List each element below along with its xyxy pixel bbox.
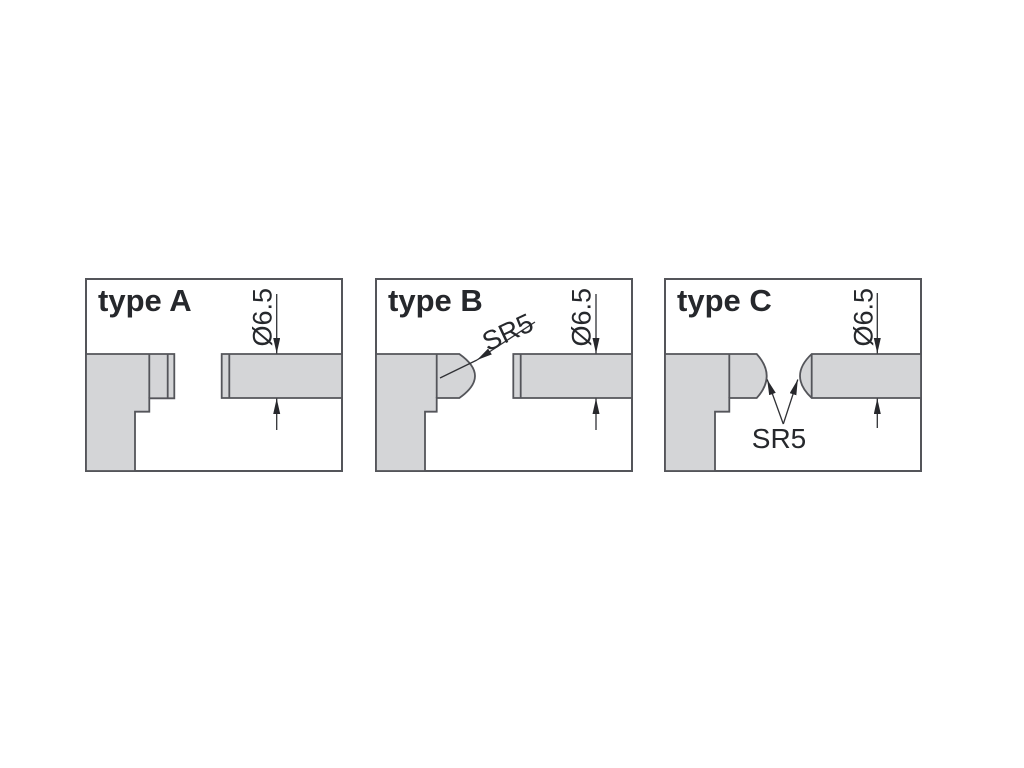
radius-leader-arrow (476, 321, 536, 361)
anvil-face-lines (148, 354, 169, 399)
radius-leader-right (782, 379, 799, 425)
type-c-drawing: Ø6.5 SR5 type C (664, 278, 922, 472)
anvil-shape (664, 353, 768, 472)
panel-title: type B (388, 283, 483, 318)
panel-type-b: Ø6.5 SR5 type B (375, 278, 633, 472)
spindle-shape (799, 353, 922, 399)
diameter-label: Ø6.5 (849, 288, 879, 347)
type-a-drawing: Ø6.5 type A (85, 278, 343, 472)
diameter-label: Ø6.5 (567, 288, 597, 347)
radius-leader-tail (439, 359, 478, 379)
anvil-shape (85, 353, 176, 472)
anvil-shape (375, 353, 476, 472)
diameter-label: Ø6.5 (248, 288, 278, 347)
panel-type-a: Ø6.5 type A (85, 278, 343, 472)
panel-type-c: Ø6.5 SR5 type C (664, 278, 922, 472)
type-b-drawing: Ø6.5 SR5 type B (375, 278, 633, 472)
panel-title: type C (677, 283, 772, 318)
radius-leader-left (766, 379, 784, 425)
spindle-shape (512, 353, 633, 399)
radius-label: SR5 (478, 308, 538, 357)
spindle-shape (220, 353, 343, 399)
radius-label: SR5 (752, 423, 806, 454)
panel-title: type A (98, 283, 192, 318)
